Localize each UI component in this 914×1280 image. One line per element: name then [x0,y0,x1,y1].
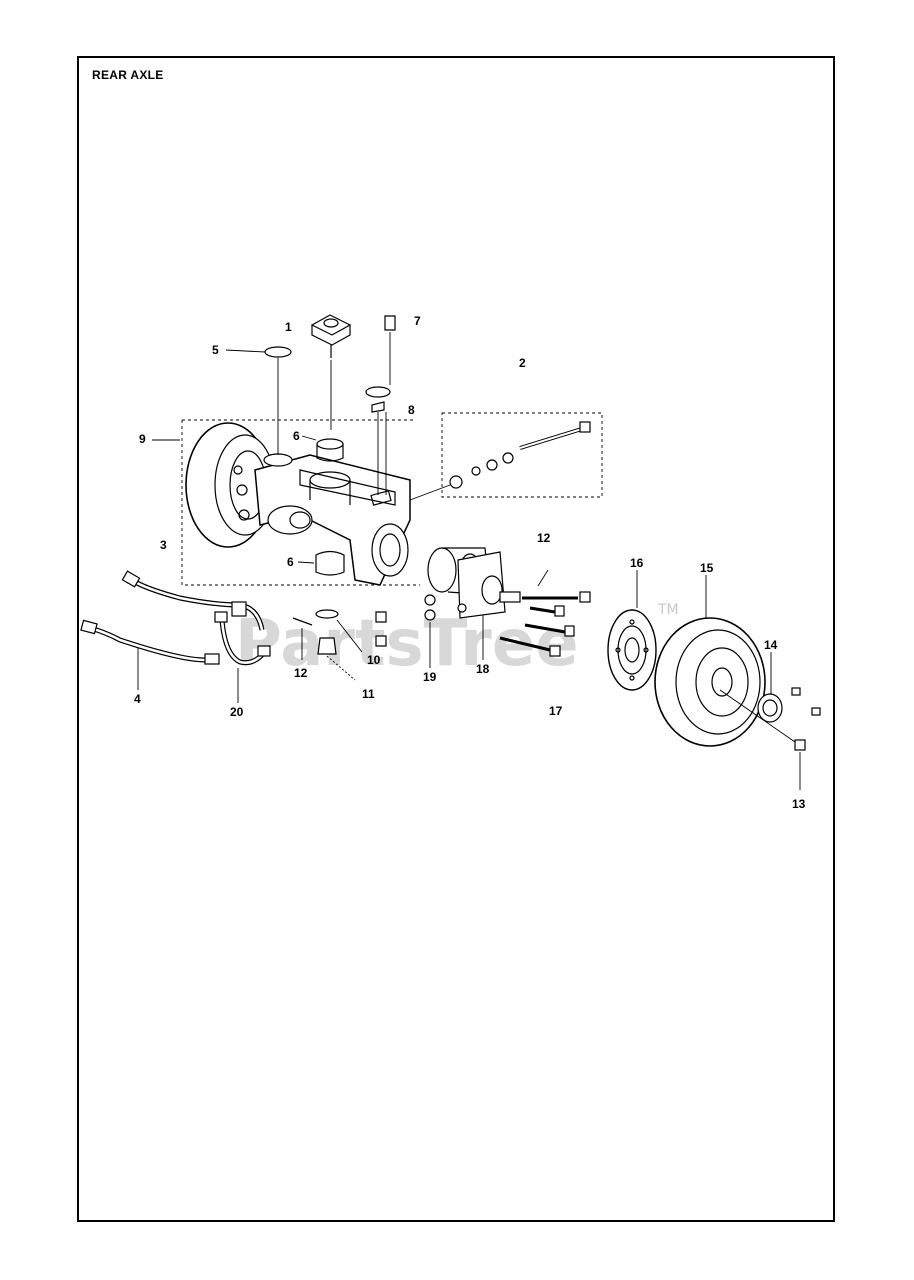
motor-bolts [499,569,591,657]
part-7-pin [384,315,396,385]
callout-6-lower: 6 [287,555,294,569]
part-12-pin-left [292,617,313,660]
part-15-right-wheel [654,617,766,747]
callout-19: 19 [423,670,437,684]
callout-12-left: 12 [294,666,308,680]
part-4-hydraulic-hose [80,619,220,665]
callout-13: 13 [792,797,806,811]
callout-3: 3 [160,538,167,552]
part-6-bushing-lower [315,550,345,576]
callout-8: 8 [408,403,415,417]
callout-14: 14 [764,638,778,652]
callout-20: 20 [230,705,244,719]
callout-7: 7 [414,314,421,328]
assembly-box-9 [181,419,420,586]
right-hub-motor [424,547,521,621]
callout-1: 1 [285,320,292,334]
callout-15: 15 [700,561,714,575]
part-20-hydraulic-hose [214,611,271,666]
callout-11: 11 [362,687,375,701]
pivot-bolt-assembly [409,421,591,501]
diagram-frame [77,56,835,1222]
watermark-tm: TM [657,602,679,618]
callout-2: 2 [519,356,526,370]
assembly-box-2 [441,412,603,498]
diagram-title: REAR AXLE [92,68,164,82]
part-8-washer [365,386,391,495]
leader-lines [137,349,772,703]
part-1-breather-fitting [310,314,352,430]
part-13-wheel-nut [794,739,806,790]
part-11-nut [317,637,356,681]
callout-4: 4 [134,692,141,706]
part-16-hub-flange [607,609,657,691]
callout-9: 9 [139,432,146,446]
callout-6-upper: 6 [293,429,300,443]
part-6-bushing-upper [316,438,344,462]
part-10-washer [315,609,339,619]
callout-10: 10 [367,653,381,667]
part-19-fittings [375,611,387,647]
callout-17: 17 [549,704,563,718]
callout-5: 5 [212,343,219,357]
callout-18: 18 [476,662,490,676]
callout-labels: 1 2 3 4 5 6 6 7 8 9 10 11 12 12 13 14 15… [134,314,806,811]
part-14-hub-cap [719,687,821,743]
callout-12-right: 12 [537,531,551,545]
callout-16: 16 [630,556,644,570]
part-3-hydraulic-hose [121,570,265,631]
part-5-cap [264,346,292,455]
axle-housing [254,453,411,586]
